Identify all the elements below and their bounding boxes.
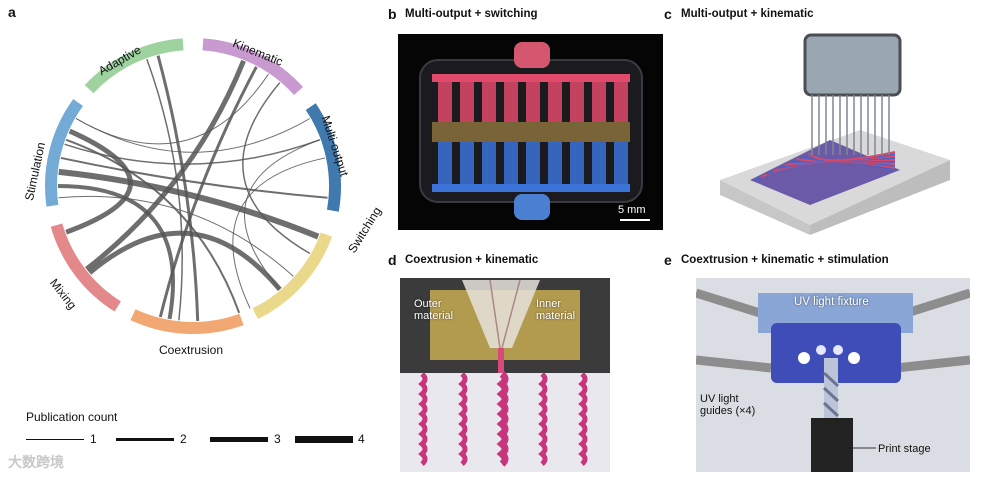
microfluidic-device-image xyxy=(419,42,643,220)
channel-block xyxy=(438,142,452,184)
panel-d-outer-label: Outer material xyxy=(414,298,454,322)
chord-link xyxy=(58,195,294,277)
channel-block xyxy=(460,82,474,122)
channel-block xyxy=(570,142,584,184)
arc-stimulation xyxy=(45,99,84,207)
arc-adaptive xyxy=(84,38,184,94)
watermark: 大数跨境 xyxy=(8,454,64,470)
chord-link xyxy=(156,55,200,321)
printed-filament xyxy=(458,372,468,466)
panel-b-scale-bar xyxy=(620,219,650,221)
multi-nozzle-printhead-image xyxy=(720,33,950,235)
legend-line-1 xyxy=(26,439,84,440)
channel-block xyxy=(548,142,562,184)
channel-block xyxy=(438,82,452,122)
chord-diagram xyxy=(45,38,341,334)
panel-b-photo: 5 mm xyxy=(398,34,663,230)
chord-link xyxy=(146,58,183,321)
panel-e-photo: UV light fixture UV light guides (×4) Pr… xyxy=(696,278,970,472)
chord-link xyxy=(232,157,326,309)
arc-multi-output xyxy=(305,103,341,212)
panel-c-title: Multi-output + kinematic xyxy=(681,8,814,20)
chord-link xyxy=(158,66,258,318)
panel-a-letter: a xyxy=(8,4,16,20)
chord-link xyxy=(58,168,320,240)
legend-line-3 xyxy=(210,437,268,442)
printed-stripe xyxy=(808,151,896,162)
printed-filament xyxy=(496,371,509,467)
panel-b-letter: b xyxy=(388,6,397,22)
channel-block xyxy=(504,82,518,122)
arc-kinematic xyxy=(202,38,303,96)
legend-line-2 xyxy=(116,438,174,441)
chord-link xyxy=(85,59,246,272)
channel-block xyxy=(592,142,606,184)
panel-b-title: Multi-output + switching xyxy=(405,8,538,20)
legend-label-4: 4 xyxy=(358,432,365,446)
legend-line-4 xyxy=(295,436,353,443)
printed-filament xyxy=(538,372,548,466)
chord-link xyxy=(242,82,311,255)
panel-b-scale-label: 5 mm xyxy=(618,204,646,216)
arc-coextrusion xyxy=(130,309,244,334)
chord-link xyxy=(87,230,282,292)
legend-label-3: 3 xyxy=(274,432,281,446)
printed-filament xyxy=(578,372,588,466)
channel-block xyxy=(526,82,540,122)
panel-d-title: Coextrusion + kinematic xyxy=(405,254,539,266)
panel-e-title: Coextrusion + kinematic + stimulation xyxy=(681,254,889,266)
arc-mixing xyxy=(50,223,122,312)
panel-c-letter: c xyxy=(664,6,672,22)
legend-title: Publication count xyxy=(26,410,118,424)
chord-link xyxy=(57,184,175,320)
panel-d-inner-label: Inner material xyxy=(536,298,576,322)
legend-label-1: 1 xyxy=(90,432,97,446)
panel-d-photo: Outer material Inner material xyxy=(400,278,610,472)
channel-block xyxy=(592,82,606,122)
printed-filament xyxy=(418,372,428,466)
panel-e-guides-label: UV light guides (×4) xyxy=(700,393,756,417)
panel-e-stage-label: Print stage xyxy=(878,443,931,455)
uv-printhead-image xyxy=(696,288,970,472)
chord-link xyxy=(65,138,241,314)
channel-block xyxy=(504,142,518,184)
channel-block xyxy=(548,82,562,122)
channel-block xyxy=(482,82,496,122)
channel-block xyxy=(526,142,540,184)
label-coextrusion: Coextrusion xyxy=(159,343,224,357)
panel-e-letter: e xyxy=(664,252,672,268)
channel-block xyxy=(614,142,628,184)
chord-link xyxy=(75,118,311,153)
channel-block xyxy=(614,82,628,122)
panel-e-fixture-label: UV light fixture xyxy=(794,296,869,308)
panel-c-photo xyxy=(700,30,970,235)
chord-link xyxy=(60,156,328,199)
coextrusion-nozzle-image xyxy=(400,278,610,472)
legend-label-2: 2 xyxy=(180,432,187,446)
channel-block xyxy=(482,142,496,184)
channel-block xyxy=(460,142,474,184)
arc-switching xyxy=(252,232,333,320)
chord-links xyxy=(57,55,328,321)
panel-d-letter: d xyxy=(388,252,397,268)
chord-link xyxy=(65,128,133,235)
category-arcs xyxy=(45,38,341,334)
channel-block xyxy=(570,82,584,122)
